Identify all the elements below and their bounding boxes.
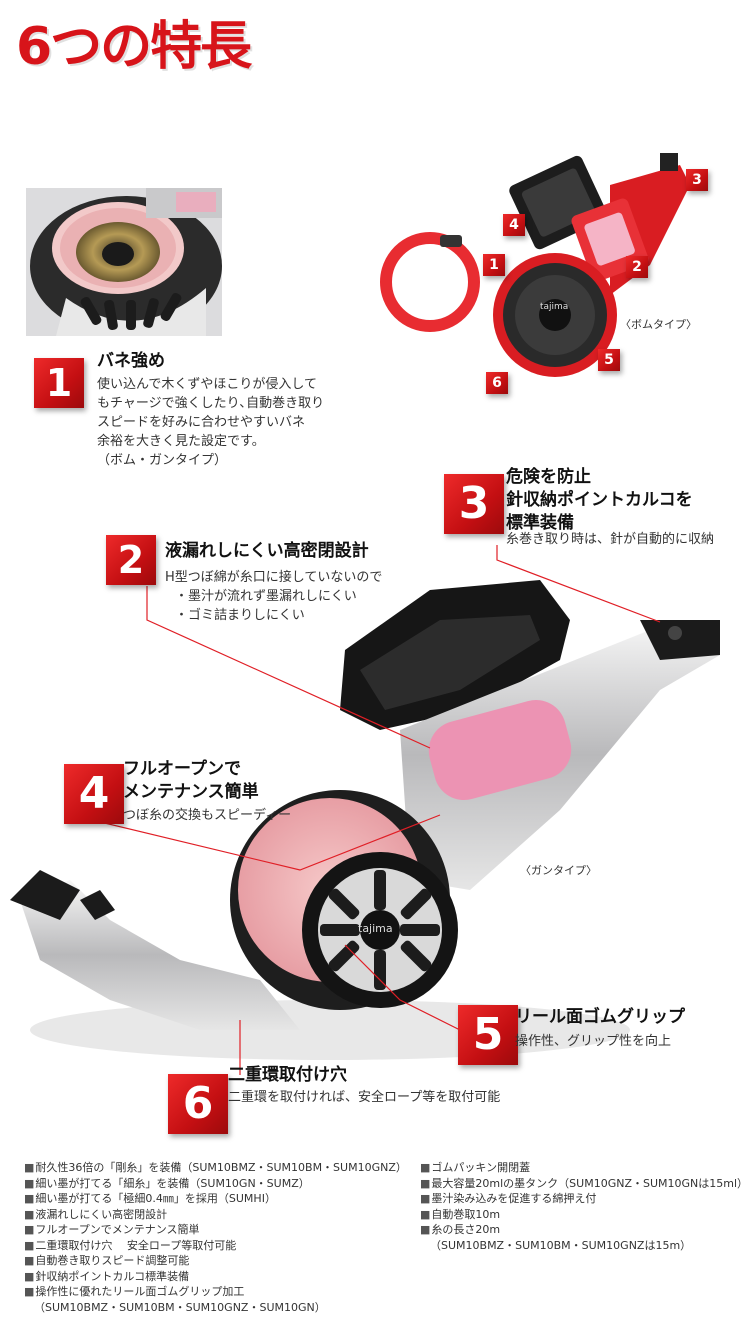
feature-1-desc-line: 使い込んで木くずやほこりが侵入して (97, 377, 317, 392)
feature-6-badge: 6 (168, 1074, 228, 1134)
top-badge-2: 2 (626, 256, 648, 278)
feature-1-desc: 使い込んで木くずやほこりが侵入して もチャージで強くしたり､自動巻き取り スピー… (97, 375, 324, 470)
spec-list-right: ゴムパッキン開閉蓋 最大容量20mlの墨タンク（SUM10GNZ・SUM10GN… (420, 1160, 748, 1253)
feature-1-desc-line: 余裕を大きく見た設定です。 (97, 434, 265, 449)
feature-2-desc: H型つぼ綿が糸口に接していないので ・墨汁が流れず墨漏れしにくい ・ゴミ詰まりし… (165, 568, 382, 625)
feature-2-title: 液漏れしにくい高密閉設計 (165, 541, 369, 561)
gun-type-product-image: tajima (0, 560, 750, 1150)
spec-note: （SUM10BMZ・SUM10BM・SUM10GNZ・SUM10GN） (34, 1300, 326, 1314)
spec-item: 二重環取付け穴 安全ロープ等取付可能 (24, 1238, 407, 1254)
leader-line-3 (496, 545, 661, 623)
feature-2-desc-line: H型つぼ綿が糸口に接していないので (165, 570, 383, 585)
spec-item: 耐久性36倍の「剛糸」を装備（SUM10BMZ・SUM10BM・SUM10GNZ… (24, 1160, 406, 1176)
spec-item: ゴムパッキン開閉蓋 (420, 1160, 748, 1176)
feature-1-desc-line: もチャージで強くしたり､自動巻き取り (97, 396, 325, 411)
feature-2-desc-line: ・ゴミ詰まりしにくい (175, 608, 305, 623)
top-badge-6: 6 (486, 372, 508, 394)
spec-item: 最大容量20mlの墨タンク（SUM10GNZ・SUM10GNは15ml） (420, 1176, 748, 1192)
top-badge-4: 4 (503, 214, 525, 236)
feature-3-desc: 糸巻き取り時は、針が自動的に収納 (506, 532, 715, 547)
spec-item: 糸の長さ20m (420, 1222, 748, 1238)
feature-4-badge: 4 (64, 764, 124, 824)
spec-note: （SUM10BMZ・SUM10BM・SUM10GNZは15m） (430, 1238, 692, 1252)
spec-item: 細い墨が打てる「極細0.4㎜」を採用（SUMHI） (24, 1191, 407, 1207)
feature-3-title-line: 危険を防止 (506, 467, 591, 487)
spec-item: 液漏れしにくい高密閉設計 (24, 1207, 407, 1223)
brand-logo: tajima (358, 922, 393, 935)
top-badge-3: 3 (686, 169, 708, 191)
spec-list-left: 耐久性36倍の「剛糸」を装備（SUM10BMZ・SUM10BM・SUM10GNZ… (24, 1160, 407, 1315)
feature-1-badge: 1 (34, 358, 84, 408)
feature-3-title: 危険を防止 針収納ポイントカルコを 標準装備 (506, 466, 693, 535)
feature-4-desc: つぼ糸の交換もスピーディー (123, 808, 292, 823)
feature-5-badge: 5 (458, 1005, 518, 1065)
gun-type-caption: 〈ガンタイプ〉 (520, 864, 597, 877)
feature-3-badge: 3 (444, 474, 504, 534)
spring-closeup-photo (26, 188, 222, 336)
feature-5-desc: 操作性、グリップ性を向上 (515, 1034, 672, 1049)
feature-6-title: 二重環取付け穴 (228, 1065, 347, 1085)
spec-item: 細い墨が打てる「細糸」を装備（SUM10GN・SUMZ） (24, 1176, 407, 1192)
feature-1-desc-line: （ボム・ガンタイプ） (97, 453, 228, 468)
feature-3-title-line: 標準装備 (506, 513, 574, 533)
feature-4-title: フルオープンで メンテナンス簡単 (123, 758, 259, 804)
top-badge-1: 1 (483, 254, 505, 276)
leader-line-5 (344, 944, 461, 1031)
spec-item: 自動巻き取りスピード調整可能 (24, 1253, 407, 1269)
bomb-type-caption: 〈ボムタイプ〉 (620, 318, 697, 331)
page-title: 6つの特長 (16, 17, 252, 77)
feature-4-title-line: フルオープンで (123, 759, 241, 779)
spec-item: 墨汁染み込みを促進する綿押え付 (420, 1191, 748, 1207)
spec-item: 針収納ポイントカルコ標準装備 (24, 1269, 407, 1285)
feature-4-title-line: メンテナンス簡単 (123, 782, 259, 802)
feature-5-title: リール面ゴムグリップ (515, 1007, 685, 1027)
leader-line-2 (146, 586, 431, 749)
spec-item: 操作性に優れたリール面ゴムグリップ加工 (24, 1284, 407, 1300)
feature-1-title: バネ強め (97, 351, 165, 371)
feature-1-desc-line: スピードを好みに合わせやすいバネ (97, 415, 306, 430)
top-badge-5: 5 (598, 349, 620, 371)
spec-item: 自動巻取10m (420, 1207, 748, 1223)
feature-3-title-line: 針収納ポイントカルコを (506, 490, 693, 510)
feature-2-desc-line: ・墨汁が流れず墨漏れしにくい (175, 589, 357, 604)
spec-item: フルオープンでメンテナンス簡単 (24, 1222, 407, 1238)
brand-logo: tajima (540, 302, 568, 312)
feature-2-badge: 2 (106, 535, 156, 585)
feature-6-desc: 二重環を取付ければ、安全ロープ等を取付可能 (228, 1090, 501, 1105)
